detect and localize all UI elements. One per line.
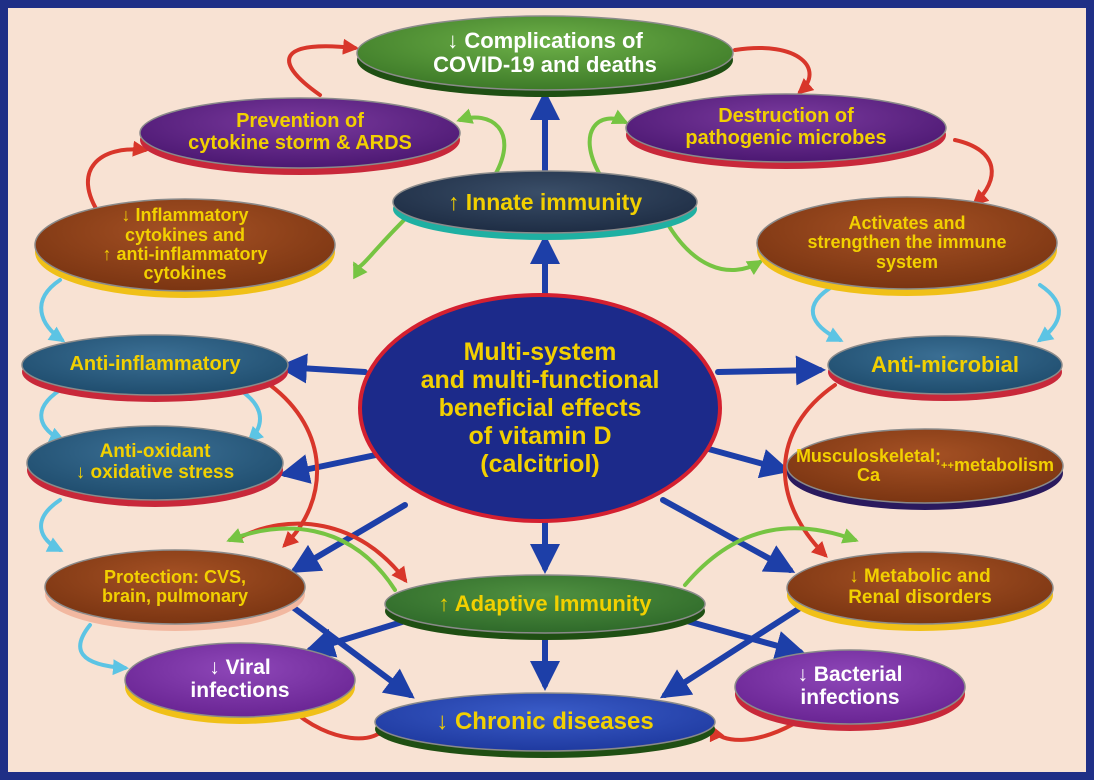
arrow-center-to-anti-microbial — [715, 355, 826, 386]
central-node-shape — [358, 293, 722, 523]
curve-innate-to-activates — [658, 208, 764, 276]
chronic-diseases: ↓ Chronic diseases — [374, 692, 716, 758]
arrow-center-to-protection — [289, 502, 408, 574]
innate-immunity-label: ↑ Innate immunity — [447, 188, 643, 215]
arrow-center-to-anti-inflammatory — [277, 353, 368, 384]
protection-cvs-shape — [44, 549, 306, 631]
inflammatory-cytokines: ↓ Inflammatory cytokines and ↑ anti-infl… — [34, 198, 336, 298]
anti-inflammatory-label: Anti-inflammatory — [69, 353, 241, 376]
curve-adaptive-to-metabolic — [683, 526, 859, 587]
metabolic-renal-shape — [786, 551, 1054, 631]
prevention-cytokine-storm-label: Prevention of cytokine storm & ARDS — [188, 110, 412, 154]
bacterial-infections-shape — [734, 649, 966, 731]
curve-cytokines-to-prevention — [86, 140, 149, 217]
arrow-protection-to-chronic — [287, 602, 415, 699]
curve-covid-to-destruction — [733, 46, 815, 95]
innate-immunity-shape — [392, 170, 698, 240]
arrow-center-to-musculoskeletal — [702, 445, 791, 479]
musculoskeletal: Musculoskeletal; Ca++ metabolism — [786, 428, 1064, 510]
curve-prevention-to-covid — [287, 38, 359, 97]
viral-infections: ↓ Viral infections — [124, 642, 356, 724]
curve-protection-to-viral — [78, 623, 129, 676]
anti-inflammatory: Anti-inflammatory — [21, 334, 289, 402]
prevention-cytokine-storm-shape — [139, 97, 461, 175]
central-node-label: Multi-system and multi-functional benefi… — [420, 338, 660, 478]
anti-inflammatory-shape — [21, 334, 289, 402]
inflammatory-cytokines-shape — [34, 198, 336, 298]
metabolic-renal: ↓ Metabolic and Renal disorders — [786, 551, 1054, 631]
musculoskeletal-label: Musculoskeletal; Ca++ metabolism — [795, 445, 1055, 485]
activates-immune-system-label: Activates and strengthen the immune syst… — [807, 212, 1007, 272]
activates-immune-system: Activates and strengthen the immune syst… — [756, 196, 1058, 296]
adaptive-immunity-shape — [384, 574, 706, 640]
complications-covid19-shape — [356, 15, 734, 97]
musculoskeletal-shape — [786, 428, 1064, 510]
adaptive-immunity-label: ↑ Adaptive Immunity — [438, 591, 652, 617]
arrow-center-to-metabolic — [660, 497, 796, 573]
complications-covid19-label: ↓ Complications of COVID-19 and deaths — [433, 28, 657, 77]
arrow-center-to-anti-oxidant — [279, 450, 388, 484]
inflammatory-cytokines-label: ↓ Inflammatory cytokines and ↑ anti-infl… — [102, 205, 268, 284]
anti-oxidant-shape — [26, 425, 284, 507]
curve-anti-inflammatory-to-anti-oxidant-right — [238, 388, 265, 443]
destruction-pathogenic-microbes-label: Destruction of pathogenic microbes — [685, 105, 887, 149]
chronic-diseases-shape — [374, 692, 716, 758]
innate-immunity: ↑ Innate immunity — [392, 170, 698, 240]
viral-infections-label: ↓ Viral infections — [190, 656, 290, 702]
curve-anti-inflammatory-to-anti-oxidant — [39, 388, 66, 443]
activates-immune-system-shape — [756, 196, 1058, 296]
central-node: Multi-system and multi-functional benefi… — [358, 293, 722, 523]
arrow-metabolic-to-chronic — [659, 605, 803, 699]
curve-adaptive-to-protection — [226, 526, 397, 592]
destruction-pathogenic-microbes-shape — [625, 93, 947, 169]
metabolic-renal-label: ↓ Metabolic and Renal disorders — [848, 566, 992, 608]
curve-bacterial-to-chronic — [709, 718, 802, 743]
curve-innate-to-destruction — [587, 109, 629, 177]
chronic-diseases-label: ↓ Chronic diseases — [436, 708, 654, 736]
bacterial-infections: ↓ Bacterial infections — [734, 649, 966, 731]
bacterial-infections-label: ↓ Bacterial infections — [797, 663, 903, 709]
complications-covid19: ↓ Complications of COVID-19 and deaths — [356, 15, 734, 97]
protection-cvs: Protection: CVS, brain, pulmonary — [44, 549, 306, 631]
curve-activates-to-anti-microbial — [1036, 283, 1061, 343]
curve-anti-oxidant-to-protection — [39, 498, 64, 552]
anti-oxidant: Anti-oxidant ↓ oxidative stress — [26, 425, 284, 507]
curve-cytokines-to-anti-inflammatory — [39, 278, 66, 343]
curve-activates-to-anti-microbial-left — [811, 283, 844, 342]
adaptive-immunity: ↑ Adaptive Immunity — [384, 574, 706, 640]
anti-microbial-label: Anti-microbial — [871, 352, 1019, 378]
curve-innate-to-prevention — [456, 108, 507, 177]
anti-oxidant-label: Anti-oxidant ↓ oxidative stress — [75, 441, 235, 483]
prevention-cytokine-storm: Prevention of cytokine storm & ARDS — [139, 97, 461, 175]
anti-microbial: Anti-microbial — [827, 335, 1063, 401]
anti-microbial-shape — [827, 335, 1063, 401]
curve-anti-microbial-to-metabolic — [783, 383, 837, 558]
protection-cvs-label: Protection: CVS, brain, pulmonary — [101, 566, 249, 606]
destruction-pathogenic-microbes: Destruction of pathogenic microbes — [625, 93, 947, 169]
curve-destruction-to-activates — [953, 138, 994, 206]
viral-infections-shape — [124, 642, 356, 724]
